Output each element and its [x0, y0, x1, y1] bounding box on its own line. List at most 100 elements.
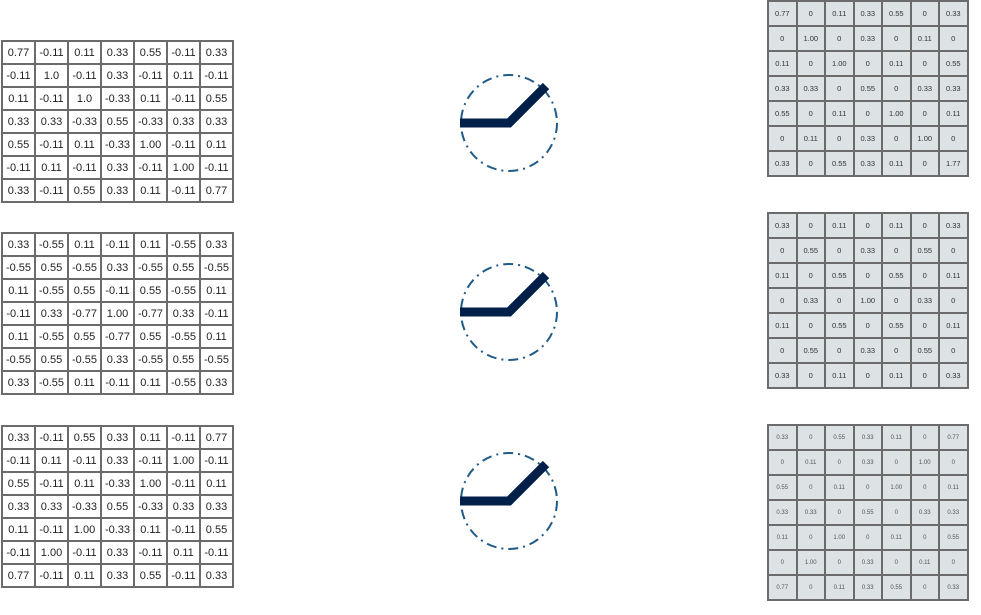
matrix-cell: 0.55 [34, 347, 69, 372]
matrix-cell: 0.55 [1, 471, 36, 496]
matrix-cell: 0 [824, 449, 855, 476]
matrix-cell: 0.33 [100, 540, 135, 565]
matrix-cell: -0.11 [34, 86, 69, 111]
matrix-cell: 1.00 [34, 540, 69, 565]
matrix-cell: 0.11 [824, 362, 855, 389]
matrix-cell: 0.55 [938, 50, 969, 77]
matrix-cell: -0.55 [67, 347, 102, 372]
matrix-cell: 1.00 [166, 155, 201, 180]
matrix-cell: 0 [938, 25, 969, 52]
matrix-cell: 0.11 [133, 370, 168, 395]
matrix-cell: 0 [824, 75, 855, 102]
matrix-cell: 0 [824, 337, 855, 364]
matrix-cell: 0.55 [100, 494, 135, 519]
matrix-cell: 0.33 [938, 499, 969, 526]
matrix-cell: -0.11 [199, 448, 234, 473]
matrix-cell: -0.11 [133, 63, 168, 88]
matrix-cell: 0 [824, 287, 855, 314]
matrix-cell: 0 [852, 212, 883, 239]
matrix-cell: -0.33 [100, 471, 135, 496]
matrix-cell: 0.33 [1, 494, 36, 519]
matrix-cell: 0.33 [852, 237, 883, 264]
matrix-cell: -0.11 [199, 540, 234, 565]
matrix-cell: -0.55 [67, 255, 102, 280]
matrix-cell: 1.00 [909, 125, 940, 152]
matrix-cell: -0.11 [1, 63, 36, 88]
matrix-cell: 0.11 [34, 155, 69, 180]
matrix-cell: -0.77 [133, 301, 168, 326]
matrix-cell: 0.33 [1, 425, 36, 450]
matrix-cell: 0 [881, 337, 912, 364]
matrix-cell: -0.55 [199, 255, 234, 280]
matrix-cell: 0 [909, 262, 940, 289]
matrix-cell: 0 [938, 237, 969, 264]
matrix-cell: 0.33 [909, 499, 940, 526]
matrix-cell: -0.11 [34, 178, 69, 203]
matrix-cell: 0.11 [881, 524, 912, 551]
matrix-cell: 0 [881, 287, 912, 314]
matrix-cell: 0.55 [67, 425, 102, 450]
matrix-cell: 0.33 [100, 40, 135, 65]
matrix-cell: 0.33 [166, 301, 201, 326]
matrix-cell: 0.33 [1, 178, 36, 203]
matrix-cell: 1.00 [852, 287, 883, 314]
matrix-cell: -0.11 [1, 540, 36, 565]
matrix-cell: 1.00 [824, 524, 855, 551]
matrix-cell: 0.55 [881, 262, 912, 289]
matrix-cell: 0.33 [199, 370, 234, 395]
matrix-cell: 1.00 [133, 471, 168, 496]
matrix-cell: 0.77 [1, 40, 36, 65]
matrix-cell: 0.11 [881, 212, 912, 239]
matrix-cell: 1.00 [133, 132, 168, 157]
matrix-cell: 0.33 [938, 0, 969, 27]
matrix-cell: 1.00 [881, 100, 912, 127]
matrix-cell: 0.33 [767, 362, 798, 389]
matrix-cell: -0.55 [133, 347, 168, 372]
matrix-cell: 0.33 [199, 494, 234, 519]
matrix-cell: 0.11 [1, 86, 36, 111]
matrix-cell: 0.11 [938, 474, 969, 501]
matrix-cell: 0.11 [767, 262, 798, 289]
matrix-cell: -0.11 [100, 278, 135, 303]
relu-circle-outline [460, 263, 558, 361]
matrix-cell: 0 [881, 25, 912, 52]
matrix-cell: 0.33 [852, 424, 883, 451]
matrix-cell: 0 [795, 262, 826, 289]
matrix-cell: 0.11 [67, 563, 102, 588]
matrix-cell: 0.55 [133, 40, 168, 65]
matrix-cell: 0.55 [767, 474, 798, 501]
matrix-cell: 0 [767, 449, 798, 476]
matrix-cell: -0.11 [67, 540, 102, 565]
matrix-cell: 1.00 [795, 25, 826, 52]
matrix-cell: 0.11 [133, 232, 168, 257]
matrix-cell: 0 [767, 287, 798, 314]
matrix-cell: 0.55 [767, 100, 798, 127]
matrix-cell: -0.11 [34, 471, 69, 496]
matrix-cell: 0.33 [938, 362, 969, 389]
matrix-cell: -0.11 [199, 155, 234, 180]
matrix-cell: 0.33 [767, 499, 798, 526]
matrix-cell: -0.11 [67, 155, 102, 180]
matrix-cell: 0.55 [938, 524, 969, 551]
matrix-cell: 0 [795, 312, 826, 339]
matrix-cell: 0.33 [1, 232, 36, 257]
